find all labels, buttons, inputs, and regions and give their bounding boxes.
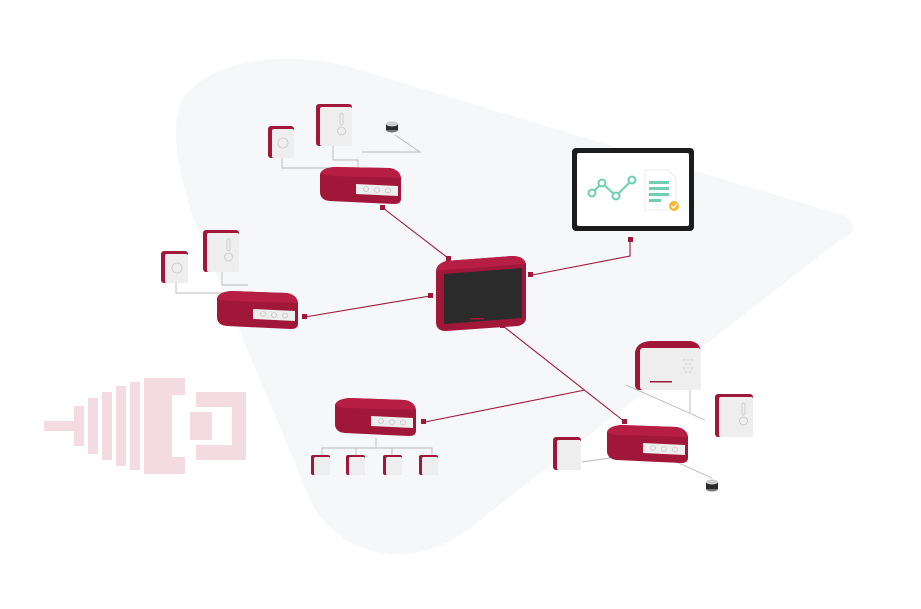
small-sensor-4[interactable] (419, 455, 438, 475)
thermometer-icon (337, 112, 346, 136)
gauge-sensor-top-1[interactable] (268, 126, 294, 158)
puck-sensor-right[interactable] (706, 479, 718, 492)
gauge-icon (277, 137, 289, 149)
hub-device-top[interactable] (320, 167, 401, 204)
thermometer-icon (224, 238, 233, 262)
small-sensor-2[interactable] (346, 455, 365, 475)
check-badge-icon (669, 201, 679, 211)
faded-connector-logo (44, 378, 246, 474)
gauge-sensor-left-1[interactable] (161, 251, 188, 283)
hub-device-left[interactable] (217, 291, 298, 329)
gauge-sensor-right[interactable] (553, 437, 581, 470)
thermo-sensor-left-2[interactable] (203, 230, 239, 272)
line-chart-icon (587, 175, 637, 201)
central-hub-device[interactable] (436, 256, 526, 331)
monitor-screen-icon (572, 148, 694, 231)
thermo-sensor-right[interactable] (715, 394, 753, 437)
puck-sensor-icon[interactable] (386, 121, 398, 133)
large-receiver-device[interactable] (635, 341, 701, 390)
document-icon (644, 169, 677, 211)
hub-device-right[interactable] (607, 425, 688, 463)
hub-links (304, 207, 631, 423)
gauge-icon (171, 262, 183, 274)
small-sensor-1[interactable] (311, 455, 330, 475)
thermo-sensor-top-2[interactable] (316, 104, 352, 146)
thermometer-icon (739, 402, 748, 426)
hub-device-bottom[interactable] (335, 398, 416, 436)
small-sensor-3[interactable] (383, 455, 402, 475)
